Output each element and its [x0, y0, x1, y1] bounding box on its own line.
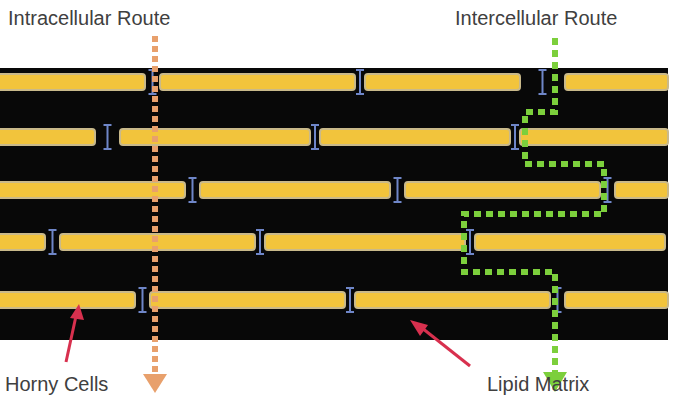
part-label: Lipid Matrix [487, 372, 589, 396]
route-label: Intercellular Route [455, 6, 617, 30]
leader-arrows [66, 304, 470, 366]
intercellular-route [464, 38, 604, 392]
route-label: Intracellular Route [8, 6, 170, 30]
horny-cells [0, 70, 668, 312]
part-label: Horny Cells [5, 372, 108, 396]
intracellular-route [143, 36, 167, 393]
